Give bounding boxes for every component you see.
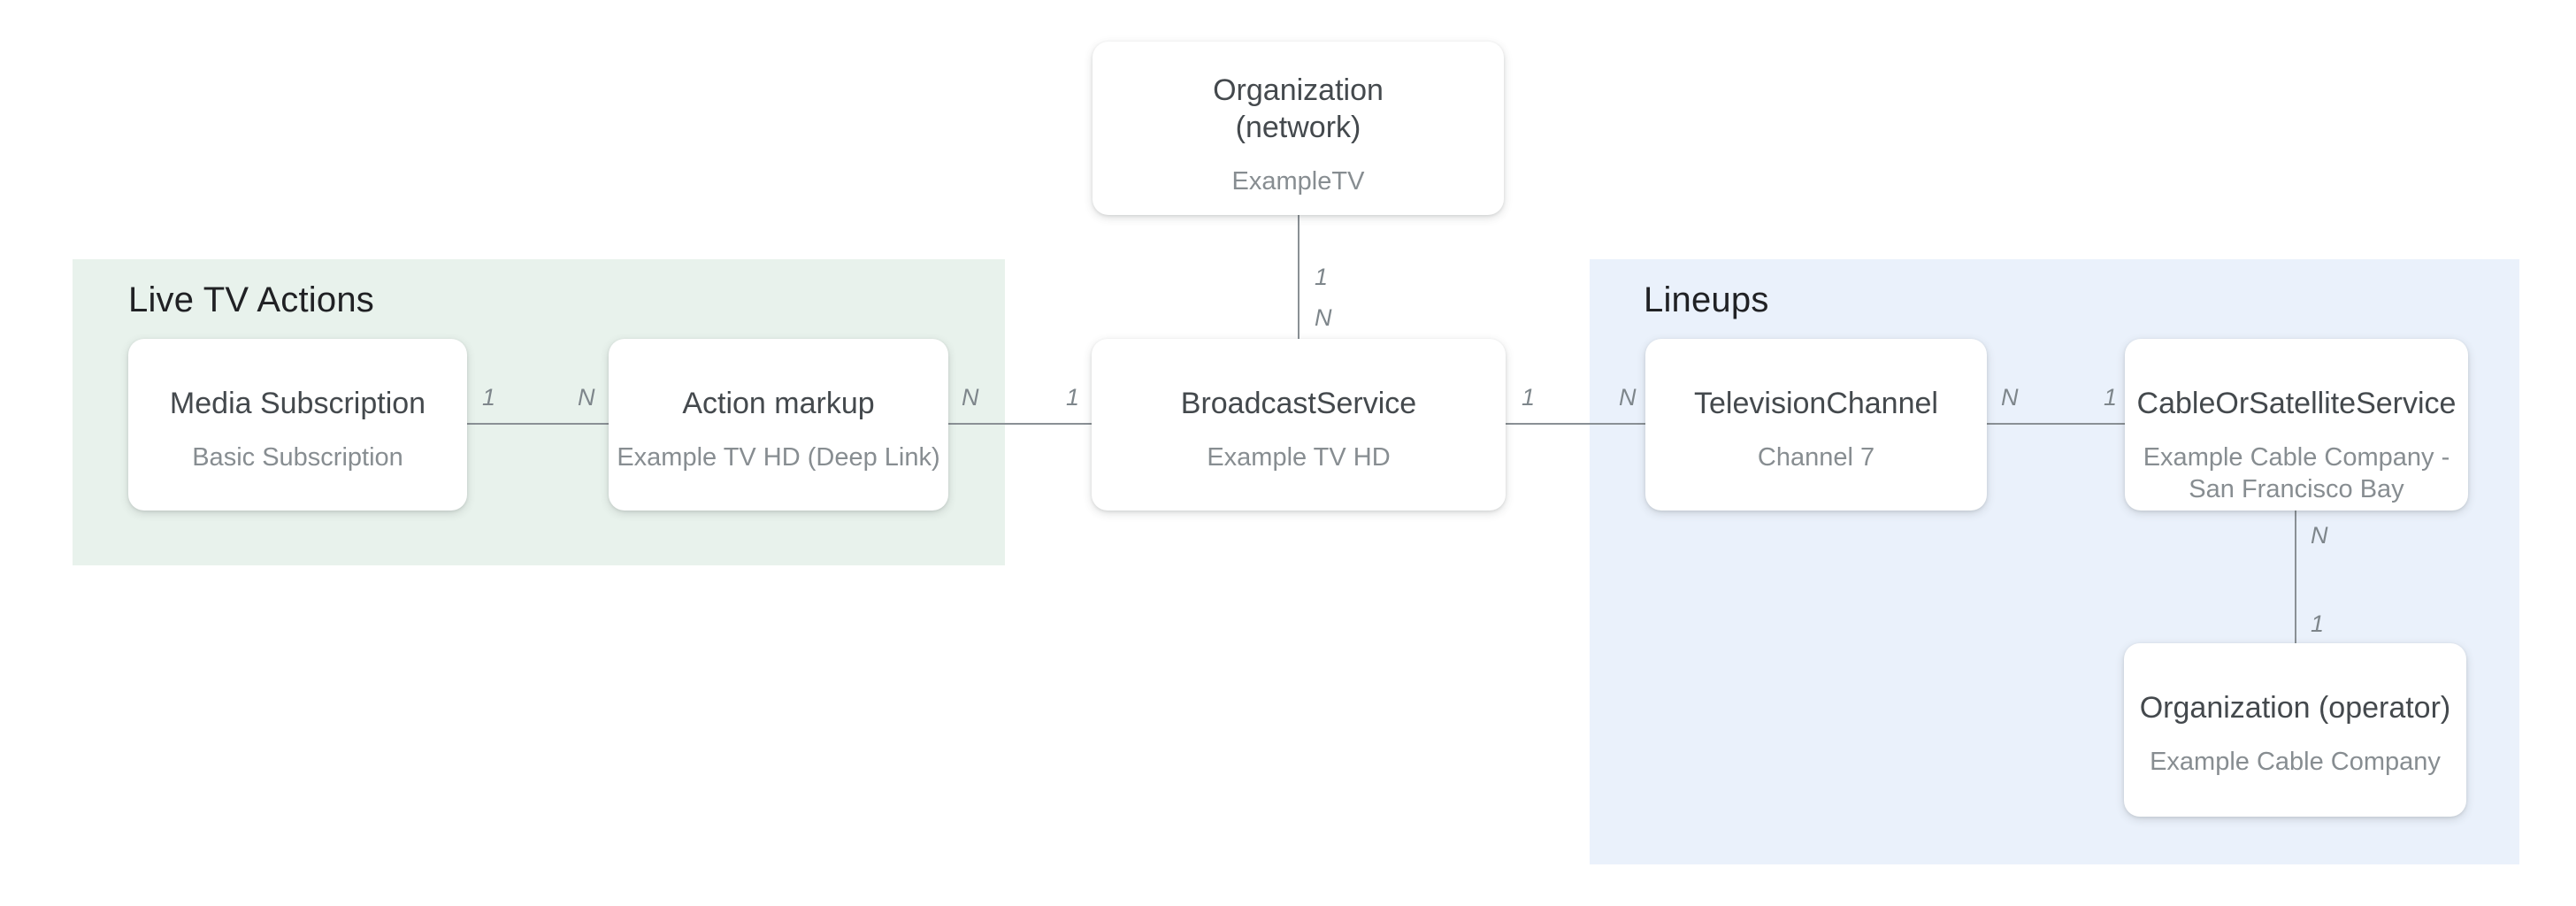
card-subtitle: Example Cable Company — [2150, 748, 2441, 776]
edge-label-cardinality: 1 — [2311, 610, 2325, 637]
node-action-markup: Action markup Example TV HD (Deep Link) — [609, 339, 948, 511]
card-subtitle: Channel 7 — [1757, 443, 1875, 472]
connector-organization-network-broadcast-service — [1298, 215, 1300, 339]
edge-label-cardinality: 1 — [482, 384, 496, 411]
edge-label-cardinality: 1 — [1315, 264, 1329, 290]
card-title: Media Subscription — [169, 387, 426, 420]
group-heading-lineups: Lineups — [1644, 280, 1769, 319]
card-subtitle: Basic Subscription — [192, 443, 403, 472]
edge-label-cardinality: 1 — [1066, 384, 1080, 411]
connector-action-markup-broadcast-service — [948, 423, 1092, 425]
card-subtitle: Example TV HD — [1207, 443, 1391, 472]
edge-label-cardinality: N — [1619, 384, 1637, 411]
node-media-subscription: Media Subscription Basic Subscription — [128, 339, 467, 511]
node-television-channel: TelevisionChannel Channel 7 — [1645, 339, 1987, 511]
connector-cable-or-satellite-organization-operator — [2295, 511, 2296, 643]
connector-media-subscription-action-markup — [467, 423, 609, 425]
card-title: Organization (operator) — [2139, 691, 2451, 725]
card-subtitle: Example Cable Company - San Francisco Ba… — [2143, 443, 2450, 503]
node-organization-operator: Organization (operator) Example Cable Co… — [2124, 643, 2466, 817]
edge-label-cardinality: 1 — [2104, 384, 2118, 411]
connector-broadcast-service-television-channel — [1506, 423, 1645, 425]
node-organization-network: Organization (network) ExampleTV — [1092, 42, 1504, 215]
group-heading-live-tv-actions: Live TV Actions — [128, 280, 374, 319]
card-subtitle: ExampleTV — [1231, 167, 1365, 196]
edge-label-cardinality: N — [1315, 304, 1332, 331]
edge-label-cardinality: 1 — [1522, 384, 1536, 411]
node-cable-or-satellite-service: CableOrSatelliteService Example Cable Co… — [2125, 339, 2468, 511]
card-title: Action markup — [682, 387, 875, 420]
edge-label-cardinality: N — [962, 384, 979, 411]
connector-television-channel-cable-or-satellite — [1987, 423, 2125, 425]
edge-label-cardinality: N — [2001, 384, 2019, 411]
card-title: BroadcastService — [1180, 387, 1417, 420]
node-broadcast-service: BroadcastService Example TV HD — [1092, 339, 1506, 511]
card-title: Organization (network) — [1213, 73, 1384, 144]
edge-label-cardinality: N — [578, 384, 595, 411]
card-title: CableOrSatelliteService — [2136, 387, 2457, 420]
card-subtitle: Example TV HD (Deep Link) — [617, 443, 940, 472]
edge-label-cardinality: N — [2311, 522, 2328, 549]
card-title: TelevisionChannel — [1694, 387, 1938, 420]
